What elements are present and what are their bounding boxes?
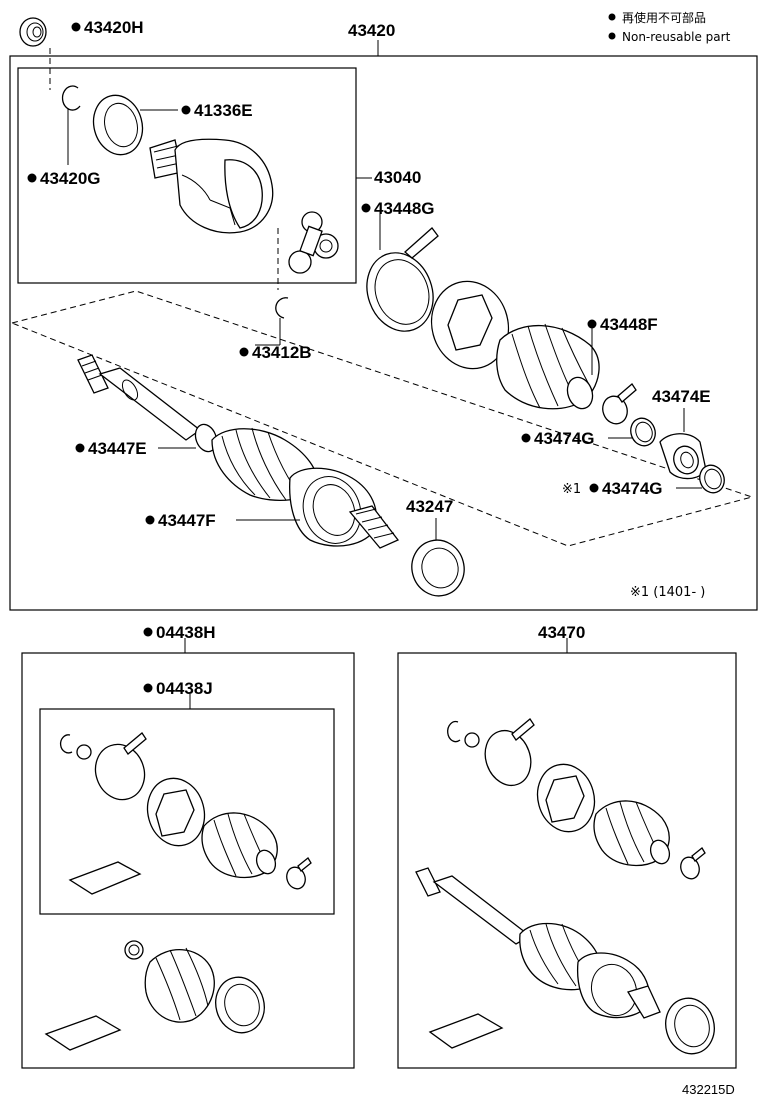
damper-43474e-icon (659, 433, 707, 480)
label-43474g-b: 43474G (602, 479, 663, 498)
snap-ring-43412b-icon (275, 297, 289, 319)
tripod-joint-icon (288, 211, 339, 274)
label-43474g-a: 43474G (534, 429, 595, 448)
assembly-43470-parts-icon (415, 718, 715, 1055)
label-43447f: 43447F (158, 511, 216, 530)
assembly-frame-43420 (9, 55, 758, 611)
clamp-43447e-icon (194, 423, 218, 453)
legend-line-en: Non-reusable part (622, 30, 731, 44)
clamp-band-43448g-icon (366, 227, 439, 332)
label-43420g: 43420G (40, 169, 101, 188)
label-04438h: 04438H (156, 623, 216, 642)
inboard-joint-housing-icon (149, 138, 274, 234)
label-43040: 43040 (374, 168, 421, 187)
outboard-spline-icon (348, 505, 400, 549)
legend: 再使用不可部品 Non-reusable part (608, 10, 731, 44)
label-43474e: 43474E (652, 387, 711, 406)
label-43448f: 43448F (600, 315, 658, 334)
ref-range-note: ※1 (1401- ) (630, 585, 705, 600)
label-43420h: 43420H (84, 18, 144, 37)
label-43412b: 43412B (252, 343, 312, 362)
legend-line-jp: 再使用不可部品 (622, 10, 706, 25)
kit-frame-04438h (21, 652, 355, 1069)
ring-43474g-icon (630, 417, 656, 447)
ring-43474g-2-icon (699, 464, 725, 494)
label-43470: 43470 (538, 623, 585, 642)
kit-frame-04438j (39, 708, 335, 915)
cap-43420h-icon (19, 17, 47, 47)
shaft-group-outline (10, 290, 754, 547)
label-43447e: 43447E (88, 439, 147, 458)
kit-h-parts-icon (44, 940, 265, 1051)
drive-shaft-icon (77, 354, 202, 441)
ref-mark-note: ※1 (562, 482, 581, 497)
diagram-code: 432215D (682, 1082, 735, 1097)
inboard-boot-icon (430, 280, 600, 410)
label-43448g: 43448G (374, 199, 435, 218)
label-41336e: 41336E (194, 101, 253, 120)
clamp-43448f-icon (602, 383, 637, 425)
label-43420: 43420 (348, 21, 395, 40)
kit-j-parts-icon (60, 732, 312, 895)
subassembly-frame-43040 (17, 67, 357, 284)
label-04438j: 04438J (156, 679, 213, 698)
ring-43247-icon (411, 539, 465, 597)
seal-ring-41336e-icon (92, 94, 144, 156)
label-43247: 43247 (406, 497, 453, 516)
snap-ring-43420g-icon (61, 85, 81, 111)
